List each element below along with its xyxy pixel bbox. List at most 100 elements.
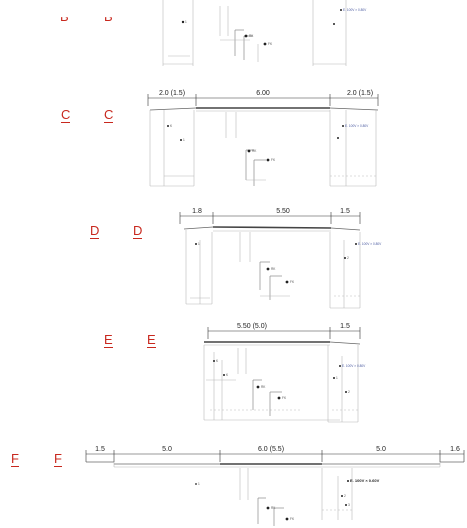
section-e-marker-label: 2 <box>348 390 350 394</box>
section-label-e-left: E <box>104 332 113 348</box>
section-c-dim-left: 2.0 (1.5) <box>159 90 185 97</box>
section-e-marker <box>256 385 260 389</box>
section-b-marker <box>333 23 335 25</box>
section-c-marker <box>342 125 344 127</box>
section-b-marker <box>181 20 185 24</box>
section-d-dim-left: 1.8 <box>192 208 202 215</box>
section-f-dim-5: 1.6 <box>450 446 460 453</box>
section-label-f-left-text: F <box>11 451 19 466</box>
section-label-b-left: B <box>60 9 69 24</box>
section-e-marker-label: K <box>216 359 219 363</box>
section-label-c-left: C <box>61 107 71 123</box>
section-c-marker <box>337 137 339 139</box>
section-c-marker <box>247 149 251 153</box>
section-b-marker-label: FK <box>268 42 273 46</box>
section-label-d-right-text: D <box>133 223 143 238</box>
section-e-marker <box>213 360 215 362</box>
section-d-dim-center: 5.50 <box>276 208 290 215</box>
section-e-marker <box>345 391 347 393</box>
section-c-marker-label: K <box>170 124 173 128</box>
section-d-annotation: E. 100V × 0.80V <box>358 242 382 246</box>
section-f-marker <box>345 504 347 506</box>
section-c-dim-center: 6.00 <box>256 90 270 97</box>
section-f-dim-2: 5.0 <box>162 446 172 453</box>
section-e-marker-label: 1 <box>336 376 338 380</box>
section-label-e-right: E <box>147 332 156 348</box>
section-d-marker <box>266 267 270 271</box>
section-b-annotation: E. 100V × 0.80V <box>343 8 367 12</box>
section-e-marker-label: K <box>226 373 229 377</box>
section-label-c-right-text: C <box>104 107 114 122</box>
section-d-marker <box>355 243 357 245</box>
section-b-marker-label: RK <box>249 34 254 38</box>
section-d-marker <box>285 280 289 284</box>
section-b-marker-label: 1 <box>185 20 187 24</box>
section-c-marker <box>180 139 182 141</box>
section-c-walkway-left <box>149 107 197 111</box>
section-e-walkway-right <box>329 341 361 345</box>
section-label-d-left-text: D <box>90 223 100 238</box>
section-e-marker-label: RK <box>261 385 266 389</box>
section-b-marker <box>244 34 248 38</box>
section-c-marker-label: FK <box>271 158 276 162</box>
section-label-c-left-text: C <box>61 107 71 122</box>
section-e-annotation: E. 100V × 0.80V <box>342 364 366 368</box>
section-label-f-right-text: F <box>54 451 62 466</box>
section-f-dim-3: 6.0 (5.5) <box>258 446 284 453</box>
section-b-marker <box>263 42 267 46</box>
section-f-marker-label: RK <box>271 506 276 510</box>
section-d: 1.8 5.50 1.5 1 RK FK <box>179 208 382 309</box>
section-label-c-right: C <box>104 107 114 123</box>
section-d-marker-label: FK <box>290 280 295 284</box>
section-f-marker-label: 1 <box>198 482 200 486</box>
section-label-b-right: B <box>104 9 113 24</box>
section-f-marker-label: 3 <box>348 503 350 507</box>
section-d-marker-label: 2 <box>347 256 349 260</box>
section-d-marker <box>344 257 346 259</box>
section-c-marker-label: 1 <box>183 138 185 142</box>
section-e-dim-center: 5.50 (5.0) <box>237 323 267 330</box>
section-d-marker-label: RK <box>271 267 276 271</box>
section-label-d-right: D <box>133 223 143 239</box>
section-b-marker <box>340 9 342 11</box>
section-label-e-left-text: E <box>104 332 113 347</box>
section-f-marker <box>347 480 349 482</box>
section-d-marker <box>195 243 197 245</box>
section-label-e-right-text: E <box>147 332 156 347</box>
section-e: 5.50 (5.0) 1.5 K K RK FK <box>203 323 366 423</box>
section-c-marker <box>266 158 270 162</box>
section-c-annotation: E. 100V × 0.80V <box>345 124 369 128</box>
section-f-dim-1: 1.5 <box>95 446 105 453</box>
section-c-marker <box>167 125 169 127</box>
section-f-marker <box>341 495 343 497</box>
section-d-deck <box>212 226 332 229</box>
section-c-walkway-right <box>329 107 379 111</box>
section-d-walkway-left <box>183 226 214 230</box>
section-label-f-right: F <box>54 451 62 467</box>
section-c-dim-right: 2.0 (1.5) <box>347 90 373 97</box>
section-f-marker-label: FK <box>290 517 295 521</box>
section-f-marker <box>285 517 289 521</box>
section-f: 1.5 5.0 6.0 (5.5) 5.0 1.6 1 RK FK <box>85 446 465 526</box>
section-f-marker-label: 2 <box>344 494 346 498</box>
section-d-dim-right: 1.5 <box>340 208 350 215</box>
section-c: 2.0 (1.5) 6.00 2.0 (1.5) K 1 RK <box>147 90 379 187</box>
section-label-f-left: F <box>11 451 19 467</box>
section-e-marker-label: FK <box>282 396 287 400</box>
section-e-dim-right: 1.5 <box>340 323 350 330</box>
section-f-annotation: E. 100V × 0.60V <box>350 478 380 483</box>
section-c-marker-label: RK <box>252 149 257 153</box>
section-f-marker <box>266 506 270 510</box>
section-e-marker <box>333 377 335 379</box>
section-f-dim-4: 5.0 <box>376 446 386 453</box>
section-b: 1 RK FK E. 100V × 0.80V <box>162 0 367 66</box>
section-e-marker <box>339 365 341 367</box>
section-e-marker <box>277 396 281 400</box>
section-e-marker <box>223 374 225 376</box>
section-label-d-left: D <box>90 223 100 239</box>
section-d-walkway-right <box>330 227 361 231</box>
section-d-marker-label: 1 <box>198 242 200 246</box>
section-f-marker <box>195 483 197 485</box>
